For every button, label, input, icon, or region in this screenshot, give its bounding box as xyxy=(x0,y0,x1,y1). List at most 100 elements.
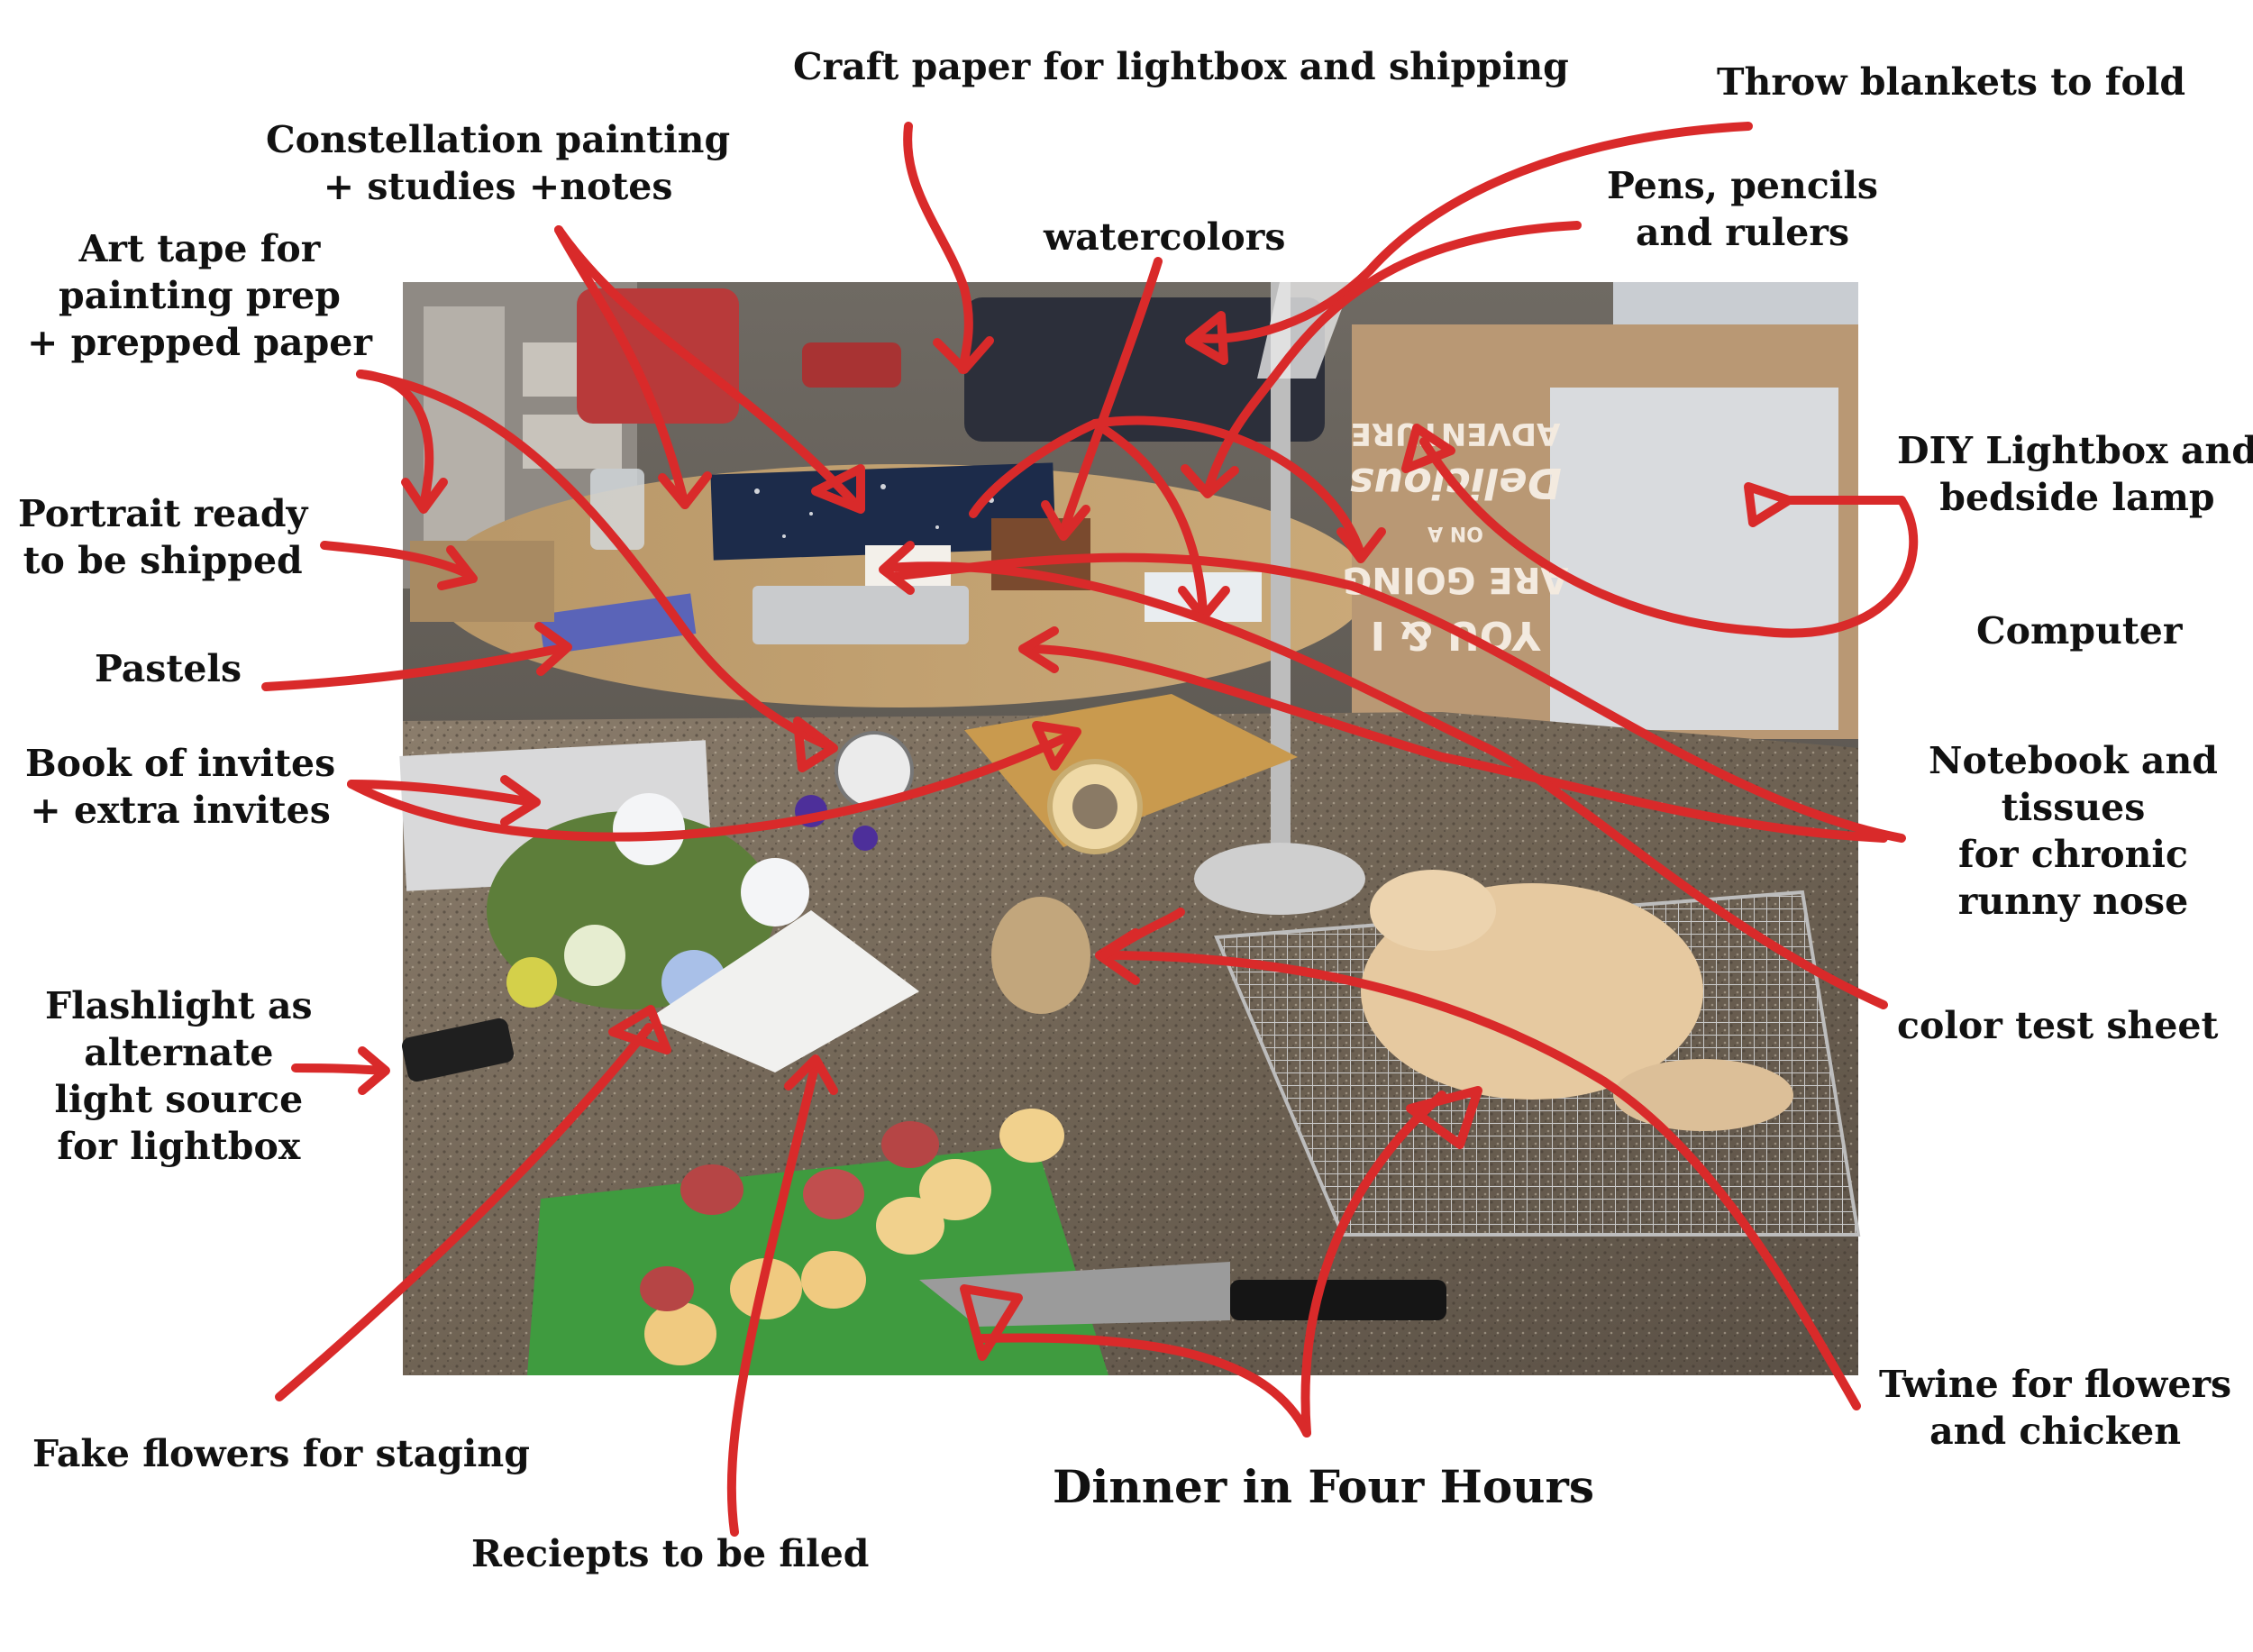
label-invites-line-2: + extra invites xyxy=(30,789,331,832)
label-art-tape-line-1: Art tape for xyxy=(78,227,321,270)
arrowhead-pens xyxy=(1181,464,1239,498)
arrow-receipts xyxy=(726,1059,820,1537)
label-art-tape: Art tape for painting prep + prepped pap… xyxy=(27,225,372,366)
label-notebook-line-3: for chronic xyxy=(1958,833,2188,876)
label-notebook-line-1: Notebook and xyxy=(1929,739,2218,782)
arrowhead-constellation-1 xyxy=(658,471,712,509)
label-flashlight-line-4: for lightbox xyxy=(57,1125,301,1168)
arrow-pastels xyxy=(261,644,563,691)
knife-handle xyxy=(1230,1280,1446,1320)
lightbox-window xyxy=(1550,388,1838,730)
label-constellation-line-1: Constellation painting xyxy=(266,118,731,161)
pastels-box xyxy=(538,593,697,655)
label-portrait: Portrait ready to be shipped xyxy=(18,490,307,584)
label-notebook-line-4: runny nose xyxy=(1957,880,2189,923)
arrow-art-tape-2 xyxy=(356,370,834,751)
label-lightbox-line-2: bedside lamp xyxy=(1939,476,2215,519)
arrowhead-lightbox xyxy=(1401,424,1455,473)
knife-blade xyxy=(919,1262,1230,1327)
arrowhead-dinner-chicken xyxy=(1406,1086,1482,1149)
arrow-notebook xyxy=(888,552,1906,843)
flashlight xyxy=(401,1018,515,1082)
arrow-twine-2 xyxy=(1099,908,1185,960)
arrowhead-portrait xyxy=(437,545,478,590)
label-flashlight-line-1: Flashlight as xyxy=(45,984,313,1027)
arrow-craft-paper xyxy=(903,122,973,374)
arrowhead-receipts xyxy=(784,1054,838,1095)
label-constellation-line-2: + studies +notes xyxy=(323,165,673,208)
arrow-dinner-potatoes xyxy=(978,1333,1311,1438)
label-notebook-line-2: tissues xyxy=(2001,786,2146,829)
label-pens-line-1: Pens, pencils xyxy=(1607,164,1879,207)
arrow-computer xyxy=(1023,644,1888,843)
arrow-lightbox xyxy=(1419,437,1919,638)
arrow-throw-blankets xyxy=(1194,122,1753,343)
arrowhead-lightbox-window xyxy=(1744,482,1793,527)
label-pastels: Pastels xyxy=(95,647,242,690)
arrowhead-art-tape-1 xyxy=(401,478,448,514)
label-lightbox-line-1: DIY Lightbox and xyxy=(1897,429,2253,472)
label-flashlight-line-2: alternate xyxy=(84,1031,274,1074)
red-ottoman xyxy=(802,342,901,388)
arrow-watercolors-1 xyxy=(1059,257,1163,536)
arrowhead-dinner-knife xyxy=(960,1284,1023,1361)
label-twine-line-2: and chicken xyxy=(1929,1410,2182,1453)
label-watercolors: watercolors xyxy=(1044,215,1286,259)
label-twine: Twine for flowers and chicken xyxy=(1879,1361,2231,1455)
label-receipts: Reciepts to be filed xyxy=(471,1532,870,1575)
arrow-flashlight xyxy=(291,1063,388,1075)
label-craft-paper: Craft paper for lightbox and shipping xyxy=(793,45,1569,88)
lamp-base xyxy=(1194,843,1365,915)
constellation-painting xyxy=(710,462,1056,561)
logo-line-3: ON A xyxy=(1428,522,1483,544)
label-pens: Pens, pencils and rulers xyxy=(1607,162,1878,256)
label-computer: Computer xyxy=(1976,609,2183,653)
potatoes xyxy=(640,1109,1064,1365)
receipts xyxy=(649,910,919,1072)
arrow-watercolors-3 xyxy=(1090,415,1365,559)
arrowhead-art-tape-2 xyxy=(793,716,838,772)
label-art-tape-line-2: painting prep xyxy=(59,274,341,317)
twine-spool xyxy=(991,897,1090,1014)
arrowhead-invites-2 xyxy=(1032,721,1081,771)
label-lightbox: DIY Lightbox and bedside lamp xyxy=(1897,427,2253,521)
arrow-watercolors-4 xyxy=(969,419,1099,518)
arrowhead-constellation-2 xyxy=(811,464,865,514)
label-fake-flowers: Fake flowers for staging xyxy=(32,1432,530,1475)
arrow-constellation-2 xyxy=(554,225,861,509)
logo-line-5: ADVENTURE xyxy=(1351,415,1561,452)
arrow-fake-flowers xyxy=(275,1023,653,1401)
arrow-color-test xyxy=(883,561,1888,1009)
label-dinner: Dinner in Four Hours xyxy=(1053,1460,1595,1513)
label-flashlight-line-3: light source xyxy=(54,1078,304,1121)
label-constellation: Constellation painting + studies +notes xyxy=(266,116,730,210)
label-invites: Book of invites + extra invites xyxy=(25,740,335,834)
annotation-arrows xyxy=(261,122,1919,1537)
arrow-portrait xyxy=(320,541,469,577)
arrow-invites-2 xyxy=(347,730,1077,842)
arrow-invites-1 xyxy=(347,780,536,807)
label-color-test: color test sheet xyxy=(1897,1004,2219,1047)
arrowhead-invites-1 xyxy=(500,775,541,826)
arrow-watercolors-2 xyxy=(1090,419,1208,617)
arrowhead-watercolors-1 xyxy=(1041,500,1090,541)
label-invites-line-1: Book of invites xyxy=(25,742,336,785)
laptop xyxy=(753,586,969,644)
label-art-tape-line-3: + prepped paper xyxy=(27,321,372,364)
arrow-twine-flowers xyxy=(1099,951,1861,1410)
arrowhead-flashlight xyxy=(358,1046,390,1095)
label-flashlight: Flashlight as alternate light source for… xyxy=(45,982,313,1170)
arrowhead-watercolors-3 xyxy=(1336,527,1386,563)
label-portrait-line-2: to be shipped xyxy=(23,539,303,582)
arrowhead-fake-flowers xyxy=(608,1005,671,1054)
label-throw-blankets: Throw blankets to fold xyxy=(1717,60,2186,104)
portrait-package xyxy=(410,541,554,622)
label-pens-line-2: and rulers xyxy=(1635,211,1850,254)
arrowhead-throw-blankets xyxy=(1185,311,1228,365)
label-twine-line-1: Twine for flowers xyxy=(1879,1363,2232,1406)
kitchen-photo: YOU & I ARE GOING ON A Delicious ADVENTU… xyxy=(399,282,1861,1375)
arrowhead-craft-paper xyxy=(933,336,994,374)
arrowhead-pastels xyxy=(534,622,572,676)
label-notebook: Notebook and tissues for chronic runny n… xyxy=(1929,737,2218,925)
